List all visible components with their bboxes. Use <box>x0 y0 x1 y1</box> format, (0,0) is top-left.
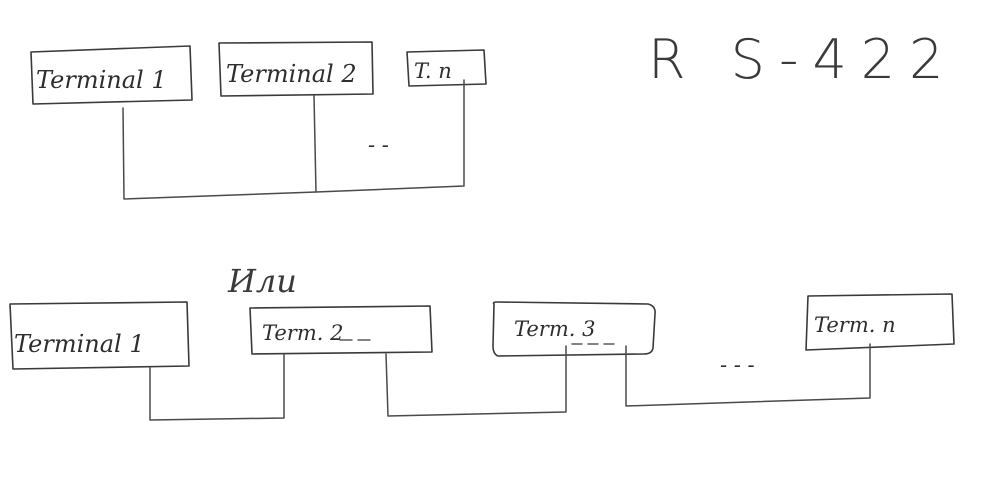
top-terminal-n-label: T. n <box>414 59 452 83</box>
chain-link-1-2 <box>149 353 285 421</box>
top-topology: Terminal 1 Terminal 2 T. n - - <box>30 41 487 200</box>
chain-link-3-n <box>625 343 871 407</box>
bottom-terminal-3-label: Term. 3 <box>514 317 595 341</box>
top-terminal-1-label: Terminal 1 <box>36 66 167 94</box>
top-terminal-n-box <box>406 49 487 87</box>
bottom-terminal-3-box <box>492 301 656 357</box>
bottom-terminal-n-box <box>805 293 955 351</box>
bottom-ellipsis: - - - <box>720 353 755 377</box>
bottom-topology: Terminal 1 Term. 2 Term. 3 Term. n - - - <box>9 293 955 421</box>
separator-label: Или <box>227 262 297 300</box>
chain-link-2-3 <box>385 345 567 417</box>
bottom-terminal-2-box <box>249 305 433 355</box>
top-terminal-2-box <box>218 41 374 97</box>
bottom-terminal-1-label: Terminal 1 <box>14 330 145 358</box>
diagram-title: R S-422 <box>648 28 958 91</box>
bottom-terminal-n-label: Term. n <box>814 313 896 337</box>
top-ellipsis: - - <box>368 133 389 157</box>
top-terminal-2-label: Terminal 2 <box>226 60 357 88</box>
top-bus-line <box>122 79 465 200</box>
bottom-terminal-2-label: Term. 2 <box>262 321 343 345</box>
bottom-terminal-1-box <box>9 301 190 370</box>
top-terminal-1-box <box>30 45 193 105</box>
top-terminal-2-drop <box>313 95 317 193</box>
